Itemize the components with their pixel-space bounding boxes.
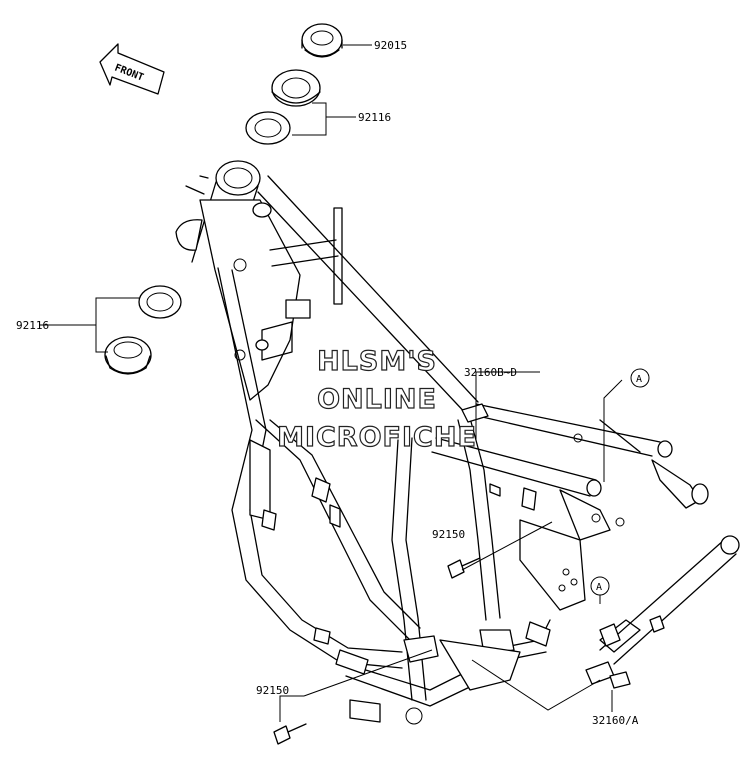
- main-frame[interactable]: [175, 160, 709, 725]
- watermark-line-3: MICROFICHE: [277, 422, 477, 453]
- part-label-32160a[interactable]: 32160/A: [592, 714, 639, 727]
- leader-32160a: [471, 659, 613, 712]
- leader-ref-a1: [603, 379, 623, 482]
- part-label-32160bd[interactable]: 32160B~D: [464, 366, 517, 379]
- bolt-92150-bottom[interactable]: [273, 723, 307, 745]
- part-label-92116-left[interactable]: 92116: [16, 319, 49, 332]
- leader-32160bd: [475, 371, 540, 440]
- svg-text:A: A: [596, 582, 602, 593]
- watermark: HLSM'S ONLINE MICROFICHE: [276, 345, 477, 453]
- ref-circle-a1: A: [630, 368, 650, 388]
- watermark-line-1: HLSM'S: [317, 346, 437, 377]
- bearing-race-left[interactable]: [138, 285, 182, 319]
- part-label-92116-top[interactable]: 92116: [358, 111, 391, 124]
- part-label-92150-bottom[interactable]: 92150: [256, 684, 289, 697]
- leader-92116-left: [40, 297, 140, 353]
- bearing-cup-upper[interactable]: [271, 69, 321, 107]
- leader-92116-top: [292, 102, 356, 136]
- svg-text:A: A: [636, 374, 642, 385]
- leader-92150-mid: [461, 521, 553, 571]
- front-arrow-icon: FRONT: [99, 43, 165, 95]
- watermark-line-2: ONLINE: [317, 384, 437, 415]
- bearing-cone-left[interactable]: [104, 336, 152, 375]
- part-label-92015[interactable]: 92015: [374, 39, 407, 52]
- rear-subframe-32160a[interactable]: [585, 535, 740, 689]
- leader-92150-bottom: [279, 649, 433, 722]
- bearing-cup-lower[interactable]: [245, 111, 291, 145]
- bolt-92150-mid[interactable]: [447, 557, 481, 579]
- ref-circle-a2: A: [590, 576, 610, 596]
- steering-nut-92015[interactable]: [301, 23, 343, 58]
- part-label-92150-mid[interactable]: 92150: [432, 528, 465, 541]
